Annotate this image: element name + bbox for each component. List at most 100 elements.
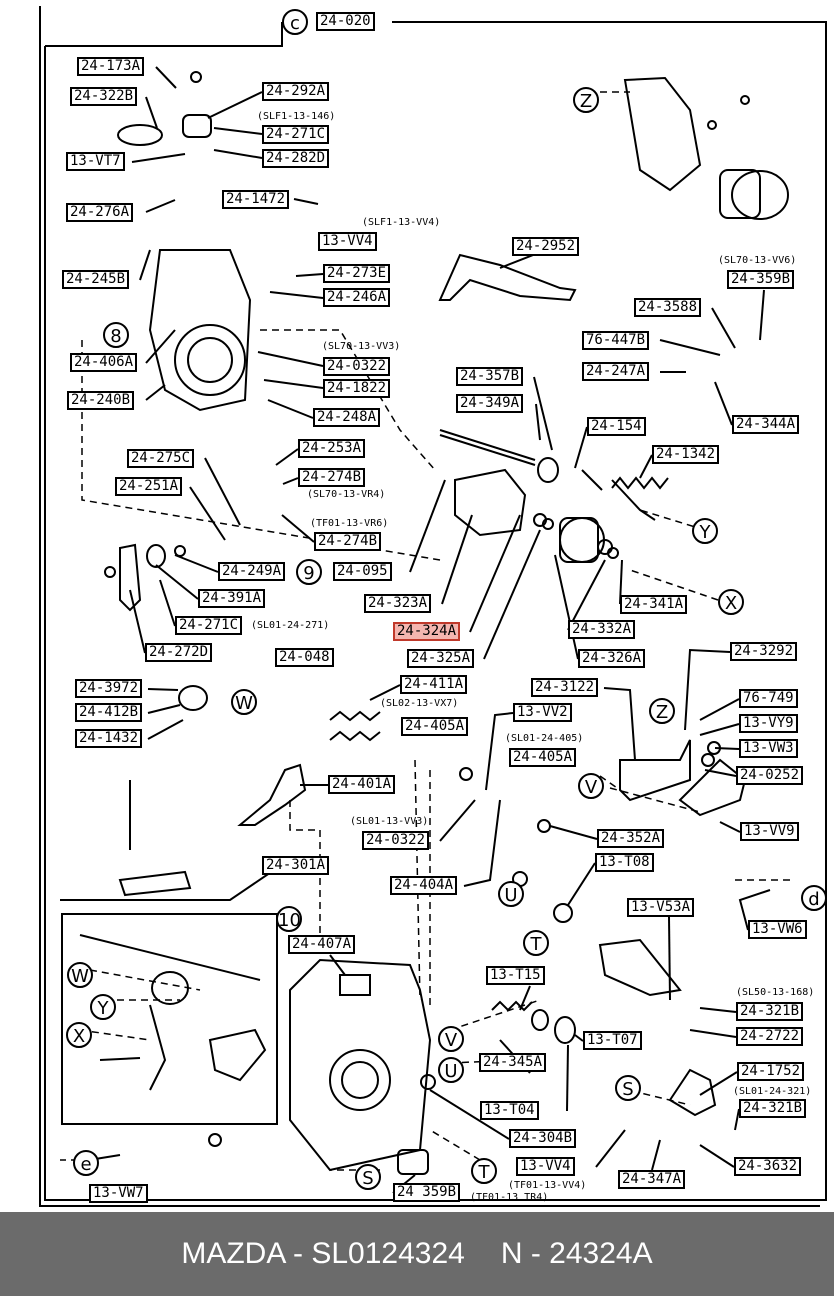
- part-label[interactable]: 24-271C: [175, 616, 243, 635]
- part-label[interactable]: 24-276A: [66, 203, 134, 222]
- part-label[interactable]: 24-248A: [313, 408, 381, 427]
- part-label[interactable]: 13-VV2: [513, 703, 572, 722]
- part-note: (SL70-13-VV6): [718, 255, 797, 266]
- part-label[interactable]: 24-1752: [737, 1062, 805, 1081]
- part-label[interactable]: 24-391A: [198, 589, 266, 608]
- part-label[interactable]: 24-247A: [582, 362, 650, 381]
- highlighted-part-label[interactable]: 24-324A: [393, 622, 461, 641]
- part-label[interactable]: 76-447B: [582, 331, 650, 350]
- part-label[interactable]: 24-173A: [77, 57, 145, 76]
- part-label[interactable]: 24-245B: [62, 270, 130, 289]
- part-label[interactable]: 24-0322: [362, 831, 430, 850]
- part-label[interactable]: 24-1472: [222, 190, 290, 209]
- part-label[interactable]: 24-274B: [298, 468, 366, 487]
- part-label[interactable]: 13-VV9: [740, 822, 799, 841]
- part-label[interactable]: 24-352A: [597, 829, 665, 848]
- part-label[interactable]: 24-2722: [736, 1027, 804, 1046]
- part-label[interactable]: 24-3122: [531, 678, 599, 697]
- part-label[interactable]: 24-301A: [262, 856, 330, 875]
- callout-marker: Z: [573, 87, 599, 113]
- part-label[interactable]: 24-271C: [262, 125, 330, 144]
- part-label[interactable]: 13-T15: [486, 966, 545, 985]
- callout-marker: Y: [90, 994, 116, 1020]
- part-label[interactable]: 24-357B: [456, 367, 524, 386]
- part-label[interactable]: 13-VT7: [66, 152, 125, 171]
- callout-marker: X: [718, 589, 744, 615]
- part-label[interactable]: 24-404A: [390, 876, 458, 895]
- callout-marker: T: [523, 930, 549, 956]
- part-label[interactable]: 24-304B: [509, 1129, 577, 1148]
- part-label[interactable]: 24-411A: [400, 675, 468, 694]
- part-label[interactable]: 24-347A: [618, 1170, 686, 1189]
- part-label[interactable]: 24-251A: [115, 477, 183, 496]
- part-label[interactable]: 24-154: [587, 417, 646, 436]
- diagram-drawing: [39, 6, 827, 1207]
- callout-marker: V: [578, 773, 604, 799]
- part-note: (SL01-24-271): [251, 620, 330, 631]
- callout-marker: 10: [276, 906, 302, 932]
- part-label[interactable]: 24-345A: [479, 1053, 547, 1072]
- part-label[interactable]: 24-2952: [512, 237, 580, 256]
- part-label[interactable]: 13-VV4: [318, 232, 377, 251]
- part-note: (SL70-13-VV3): [322, 341, 401, 352]
- part-label[interactable]: 13-V53A: [627, 898, 695, 917]
- part-label[interactable]: 24-321B: [736, 1002, 804, 1021]
- part-label[interactable]: 13-VW3: [739, 739, 798, 758]
- part-label[interactable]: 24-326A: [578, 649, 646, 668]
- part-label[interactable]: 24-405A: [401, 717, 469, 736]
- part-label[interactable]: 24-405A: [509, 748, 577, 767]
- part-label[interactable]: 24-246A: [323, 288, 391, 307]
- part-note: (SL01-24-321): [733, 1086, 812, 1097]
- part-label[interactable]: 24-401A: [328, 775, 396, 794]
- part-label[interactable]: 24-282D: [262, 149, 330, 168]
- part-label[interactable]: 13-VW7: [89, 1184, 148, 1203]
- part-label[interactable]: 24-321B: [739, 1099, 807, 1118]
- part-label[interactable]: 24-406A: [70, 353, 138, 372]
- part-label[interactable]: 24-3632: [734, 1157, 802, 1176]
- part-label[interactable]: 24-359B: [727, 270, 795, 289]
- part-label[interactable]: 24-407A: [288, 935, 356, 954]
- part-label[interactable]: 24-0252: [736, 766, 804, 785]
- part-label[interactable]: 24-349A: [456, 394, 524, 413]
- part-label[interactable]: 24-3972: [75, 679, 143, 698]
- part-label[interactable]: 24-274B: [314, 532, 382, 551]
- part-label[interactable]: 24-249A: [218, 562, 286, 581]
- part-label[interactable]: 24-240B: [67, 391, 135, 410]
- part-label[interactable]: 24-1342: [652, 445, 720, 464]
- part-label[interactable]: 24-1432: [75, 729, 143, 748]
- part-label[interactable]: 24-3292: [730, 642, 798, 661]
- part-label[interactable]: 76-749: [739, 689, 798, 708]
- part-label[interactable]: 24-325A: [407, 649, 475, 668]
- part-label[interactable]: 24-253A: [298, 439, 366, 458]
- part-number-text: MAZDA - SL0124324: [181, 1237, 465, 1270]
- part-label[interactable]: 24-272D: [145, 643, 213, 662]
- part-label[interactable]: 13-T04: [480, 1101, 539, 1120]
- part-label[interactable]: 24-095: [333, 562, 392, 581]
- part-note: (SLF1-13-VV4): [362, 217, 441, 228]
- part-note: (SL01-13-VV3): [350, 816, 429, 827]
- part-label[interactable]: 24-323A: [364, 594, 432, 613]
- callout-marker: U: [498, 881, 524, 907]
- part-label[interactable]: 24-412B: [75, 703, 143, 722]
- part-label[interactable]: 24-3588: [634, 298, 702, 317]
- part-label[interactable]: 13-VY9: [739, 714, 798, 733]
- part-label[interactable]: 24-275C: [127, 449, 195, 468]
- part-label[interactable]: 13-T08: [595, 853, 654, 872]
- part-label[interactable]: 24-1822: [323, 379, 391, 398]
- part-label[interactable]: 24-332A: [568, 620, 636, 639]
- part-label[interactable]: 24-322B: [70, 87, 138, 106]
- part-note: (SL02-13-VX7): [380, 698, 459, 709]
- part-label[interactable]: 24-048: [275, 648, 334, 667]
- part-note: (TF01-13-VV4): [508, 1180, 587, 1191]
- part-label[interactable]: 24-341A: [620, 595, 688, 614]
- diagram-number-text: N - 24324A: [500, 1237, 653, 1270]
- callout-marker: W: [231, 689, 257, 715]
- part-label[interactable]: 24-273E: [323, 264, 391, 283]
- part-label[interactable]: 13-T07: [583, 1031, 642, 1050]
- part-label[interactable]: 24-292A: [262, 82, 330, 101]
- part-label[interactable]: 24 359B: [393, 1183, 461, 1202]
- part-label[interactable]: 24-344A: [732, 415, 800, 434]
- part-label[interactable]: 13-VV4: [516, 1157, 575, 1176]
- part-label[interactable]: 24-0322: [323, 357, 391, 376]
- part-label[interactable]: 13-VW6: [748, 920, 807, 939]
